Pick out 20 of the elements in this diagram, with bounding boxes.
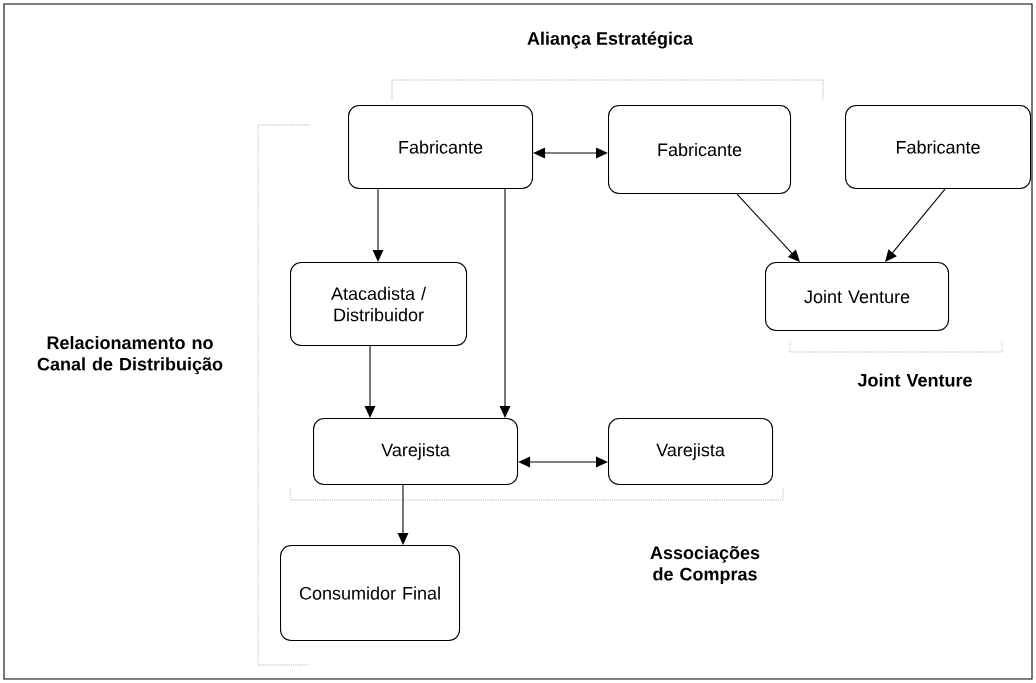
heading: Aliança Estratégica [527, 31, 694, 49]
process-box: Fabricante [845, 105, 1032, 190]
arrow [885, 188, 946, 262]
group-label: Joint Venture [857, 373, 972, 387]
process-box: Atacadista / Distribuidor [290, 262, 468, 347]
arrow [397, 484, 409, 545]
process-box: Consumidor Final [280, 545, 461, 642]
arrow [499, 188, 511, 418]
process-box: Fabricante [608, 105, 792, 195]
group-label: Associações de Compras [650, 545, 760, 585]
process-box: Varejista [313, 418, 519, 486]
process-box: Fabricante [348, 105, 534, 190]
arrow [372, 188, 384, 262]
process-box: Joint Venture [765, 262, 950, 332]
group-label: Relacionamento no Canal de Distribuição [37, 335, 223, 375]
arrow [518, 456, 608, 468]
process-box: Varejista [608, 418, 774, 486]
arrow [364, 345, 376, 418]
arrow [533, 147, 608, 159]
arrow [736, 193, 800, 262]
